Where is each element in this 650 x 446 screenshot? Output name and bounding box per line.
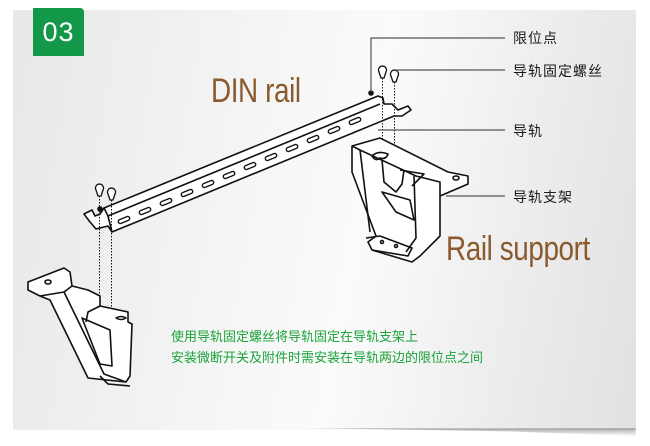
instruction-line-2: 安装微断开关及附件时需安装在导轨两边的限位点之间: [171, 351, 484, 366]
din-rail-label: DIN rail: [211, 72, 301, 110]
rail-slots: [117, 116, 362, 225]
callout-limit-point: 限位点: [513, 31, 558, 47]
rail-bracket-right: [351, 137, 469, 263]
callout-leaders: [370, 37, 505, 197]
callout-rail-fixing-screw: 导轨固定螺丝: [513, 64, 603, 80]
installation-instructions: 使用导轨固定螺丝将导轨固定在导轨支架上 安装微断开关及附件时需安装在导轨两边的限…: [171, 327, 483, 369]
callout-rail-bracket: 导轨支架: [513, 190, 573, 206]
leader-fixing-screw: [396, 69, 505, 72]
callout-rail: 导轨: [513, 124, 543, 140]
din-rail-drawing: [83, 90, 412, 233]
step-number-badge: 03: [33, 8, 84, 56]
leader-limit-point: [370, 37, 505, 92]
instruction-line-1: 使用导轨固定螺丝将导轨固定在导轨支架上: [171, 330, 419, 345]
fixing-screws-left: [94, 183, 117, 340]
rail-support-label: Rail support: [446, 230, 590, 268]
rail-bracket-left: [27, 267, 133, 387]
